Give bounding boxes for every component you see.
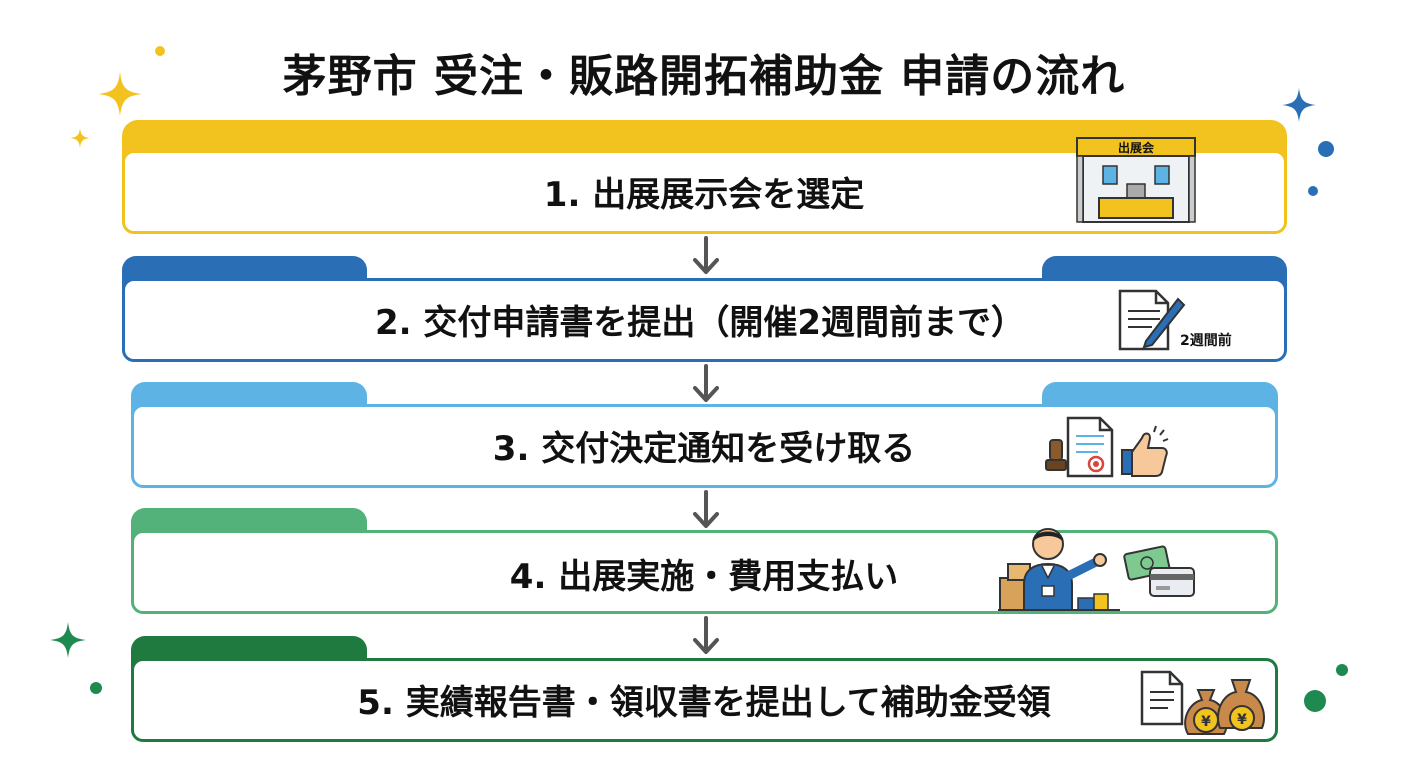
exhibition-booth-icon: 出展会 (1076, 137, 1196, 223)
page-title: 茅野市 受注・販路開拓補助金 申請の流れ (282, 51, 1126, 102)
sparkle-icon (1282, 88, 1316, 122)
booth-sign-text: 出展会 (1118, 140, 1155, 155)
arrow-down-icon (693, 490, 719, 528)
report-document-icon (1140, 670, 1184, 726)
step-5-box (131, 658, 1278, 742)
arrow-down-icon (693, 236, 719, 274)
step-1-label: 1. 出展展示会を選定 (543, 175, 865, 215)
dot-icon (90, 682, 102, 694)
dot-icon (1336, 664, 1348, 676)
dot-icon (155, 46, 165, 56)
arrow-down-icon (693, 616, 719, 654)
sparkle-icon (70, 128, 90, 148)
step-2-box (122, 278, 1287, 362)
dot-icon (1318, 141, 1334, 157)
yen-symbol: ¥ (1237, 712, 1247, 728)
dot-icon (1304, 690, 1326, 712)
arrow-down-icon (693, 364, 719, 402)
staff-person-icon (998, 528, 1120, 611)
thumbs-up-icon (1121, 425, 1169, 477)
step-2-label: 2. 交付申請書を提出（開催2週間前まで） (374, 303, 1026, 343)
step-3-label: 3. 交付決定通知を受け取る (492, 429, 916, 469)
money-bag-icon: ¥ ¥ (1184, 679, 1265, 735)
dot-icon (1308, 186, 1318, 196)
step-5-label: 5. 実績報告書・領収書を提出して補助金受領 (357, 683, 1051, 723)
certificate-stamp-icon (1045, 416, 1114, 478)
yen-symbol: ¥ (1201, 714, 1211, 730)
step-4-label: 4. 出展実施・費用支払い (509, 557, 899, 597)
application-document-icon (1118, 289, 1186, 351)
deadline-note: 2週間前 (1180, 333, 1232, 349)
sparkle-icon (50, 622, 86, 658)
cash-card-icon (1123, 545, 1195, 597)
sparkle-icon (98, 72, 142, 116)
